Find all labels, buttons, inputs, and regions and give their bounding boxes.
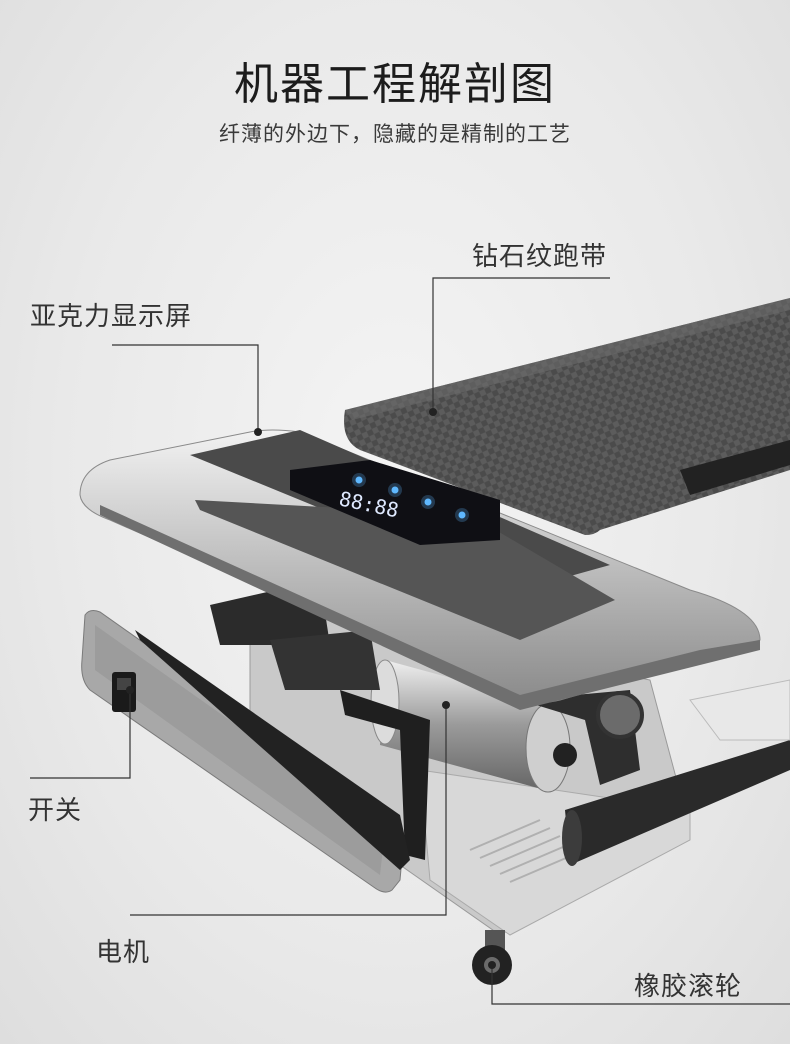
roller-bar (562, 679, 790, 866)
led-indicators (352, 473, 469, 522)
callout-lines (30, 277, 790, 1005)
top-cover (79, 429, 761, 710)
page-subtitle: 纤薄的外边下，隐藏的是精制的工艺 (219, 122, 571, 146)
callout-switch: 开关 (28, 796, 83, 826)
callout-acrylic-display: 亚克力显示屏 (30, 302, 193, 332)
page-title: 机器工程解剖图 (234, 59, 556, 110)
side-panel (81, 610, 410, 893)
callout-motor: 电机 (96, 938, 151, 968)
callout-rubber-wheel: 橡胶滚轮 (634, 972, 743, 1002)
callout-running-belt: 钻石纹跑带 (472, 242, 608, 272)
running-belt (344, 298, 790, 535)
callout-dots (126, 408, 496, 969)
